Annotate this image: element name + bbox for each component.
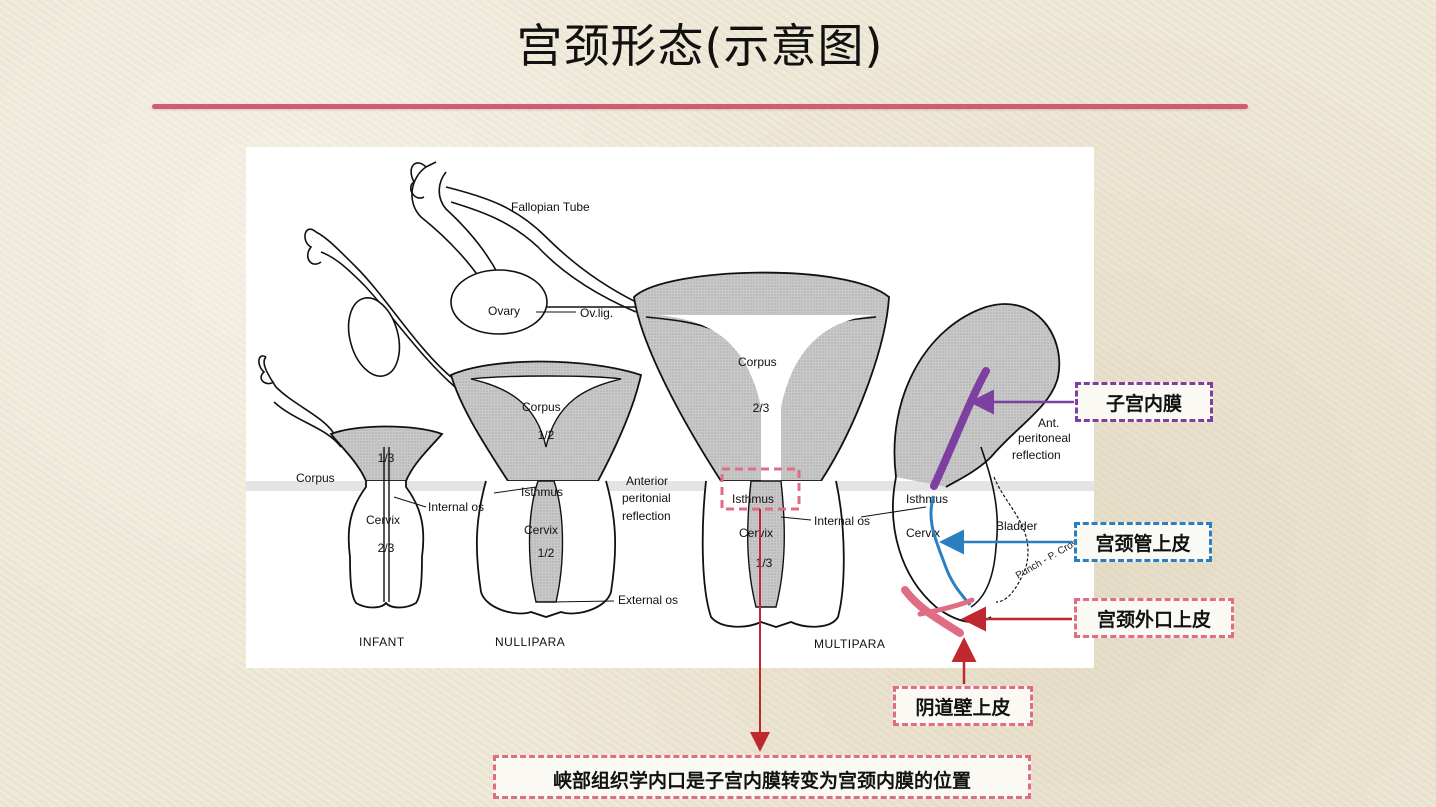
caption-nullipara: NULLIPARA bbox=[495, 635, 565, 649]
label-fallopian-tube: Fallopian Tube bbox=[511, 200, 590, 214]
ovary-shape-small bbox=[347, 297, 401, 377]
callout-external-os-epithelium: 宫颈外口上皮 bbox=[1074, 598, 1234, 638]
fraction-infant-top: 1/3 bbox=[378, 451, 395, 465]
label-isthmus-multi: Isthmus bbox=[732, 492, 774, 506]
leader-lines bbox=[393, 311, 927, 603]
isthmus-band bbox=[246, 481, 1094, 491]
fraction-nulli-bottom: 1/2 bbox=[538, 546, 555, 560]
label-corpus-infant: Corpus bbox=[296, 471, 335, 485]
callout-isthmus-note: 峡部组织学内口是子宫内膜转变为宫颈内膜的位置 bbox=[493, 755, 1031, 799]
callout-endometrium: 子宫内膜 bbox=[1075, 382, 1213, 422]
infant-uterus bbox=[329, 425, 444, 609]
label-anterior: Anterior bbox=[626, 474, 668, 488]
label-external-os: External os bbox=[618, 593, 678, 607]
label-reflection: reflection bbox=[622, 509, 671, 523]
slide-title: 宫颈形态(示意图) bbox=[516, 19, 884, 73]
title-divider bbox=[152, 104, 1248, 109]
label-cervix-infant: Cervix bbox=[366, 513, 400, 527]
anatomy-diagram: Fallopian Tube Ovary Ov.lig. Corpus Cerv… bbox=[246, 161, 1094, 651]
multipara-uterus bbox=[633, 271, 890, 628]
label-reflection-2: reflection bbox=[1012, 448, 1061, 462]
label-ant: Ant. bbox=[1038, 416, 1059, 430]
label-internal-os-2: Internal os bbox=[814, 514, 870, 528]
fraction-nulli-top: 1/2 bbox=[538, 428, 555, 442]
callout-cervical-canal: 宫颈管上皮 bbox=[1074, 522, 1212, 562]
ovary-shape bbox=[450, 269, 548, 335]
label-internal-os-1: Internal os bbox=[428, 500, 484, 514]
fraction-infant-bottom: 2/3 bbox=[378, 541, 395, 555]
cervix-morphology-figure: Fallopian Tube Ovary Ov.lig. Corpus Cerv… bbox=[246, 147, 1094, 668]
label-corpus-nulli: Corpus bbox=[522, 400, 561, 414]
label-peritoneal: peritoneal bbox=[1018, 431, 1071, 445]
caption-infant: INFANT bbox=[359, 635, 405, 649]
label-corpus-multi: Corpus bbox=[738, 355, 777, 369]
multipara-sagittal bbox=[892, 303, 1061, 624]
fraction-multi-top: 2/3 bbox=[753, 401, 770, 415]
label-cervix-multi: Cervix bbox=[739, 526, 773, 540]
fraction-multi-bottom: 1/3 bbox=[756, 556, 773, 570]
label-isthmus-side: Isthmus bbox=[906, 492, 948, 506]
callout-vaginal-wall: 阴道壁上皮 bbox=[893, 686, 1033, 726]
caption-multipara: MULTIPARA bbox=[814, 637, 885, 651]
label-bladder: Bladder bbox=[996, 519, 1037, 533]
label-ov-lig: Ov.lig. bbox=[580, 306, 613, 320]
label-peritonial: peritonial bbox=[622, 491, 671, 505]
label-cervix-side: Cervix bbox=[906, 526, 940, 540]
label-ovary: Ovary bbox=[488, 304, 520, 318]
nullipara-uterus bbox=[449, 360, 643, 618]
label-cervix-nulli: Cervix bbox=[524, 523, 558, 537]
label-isthmus-nulli: Isthmus bbox=[521, 485, 563, 499]
